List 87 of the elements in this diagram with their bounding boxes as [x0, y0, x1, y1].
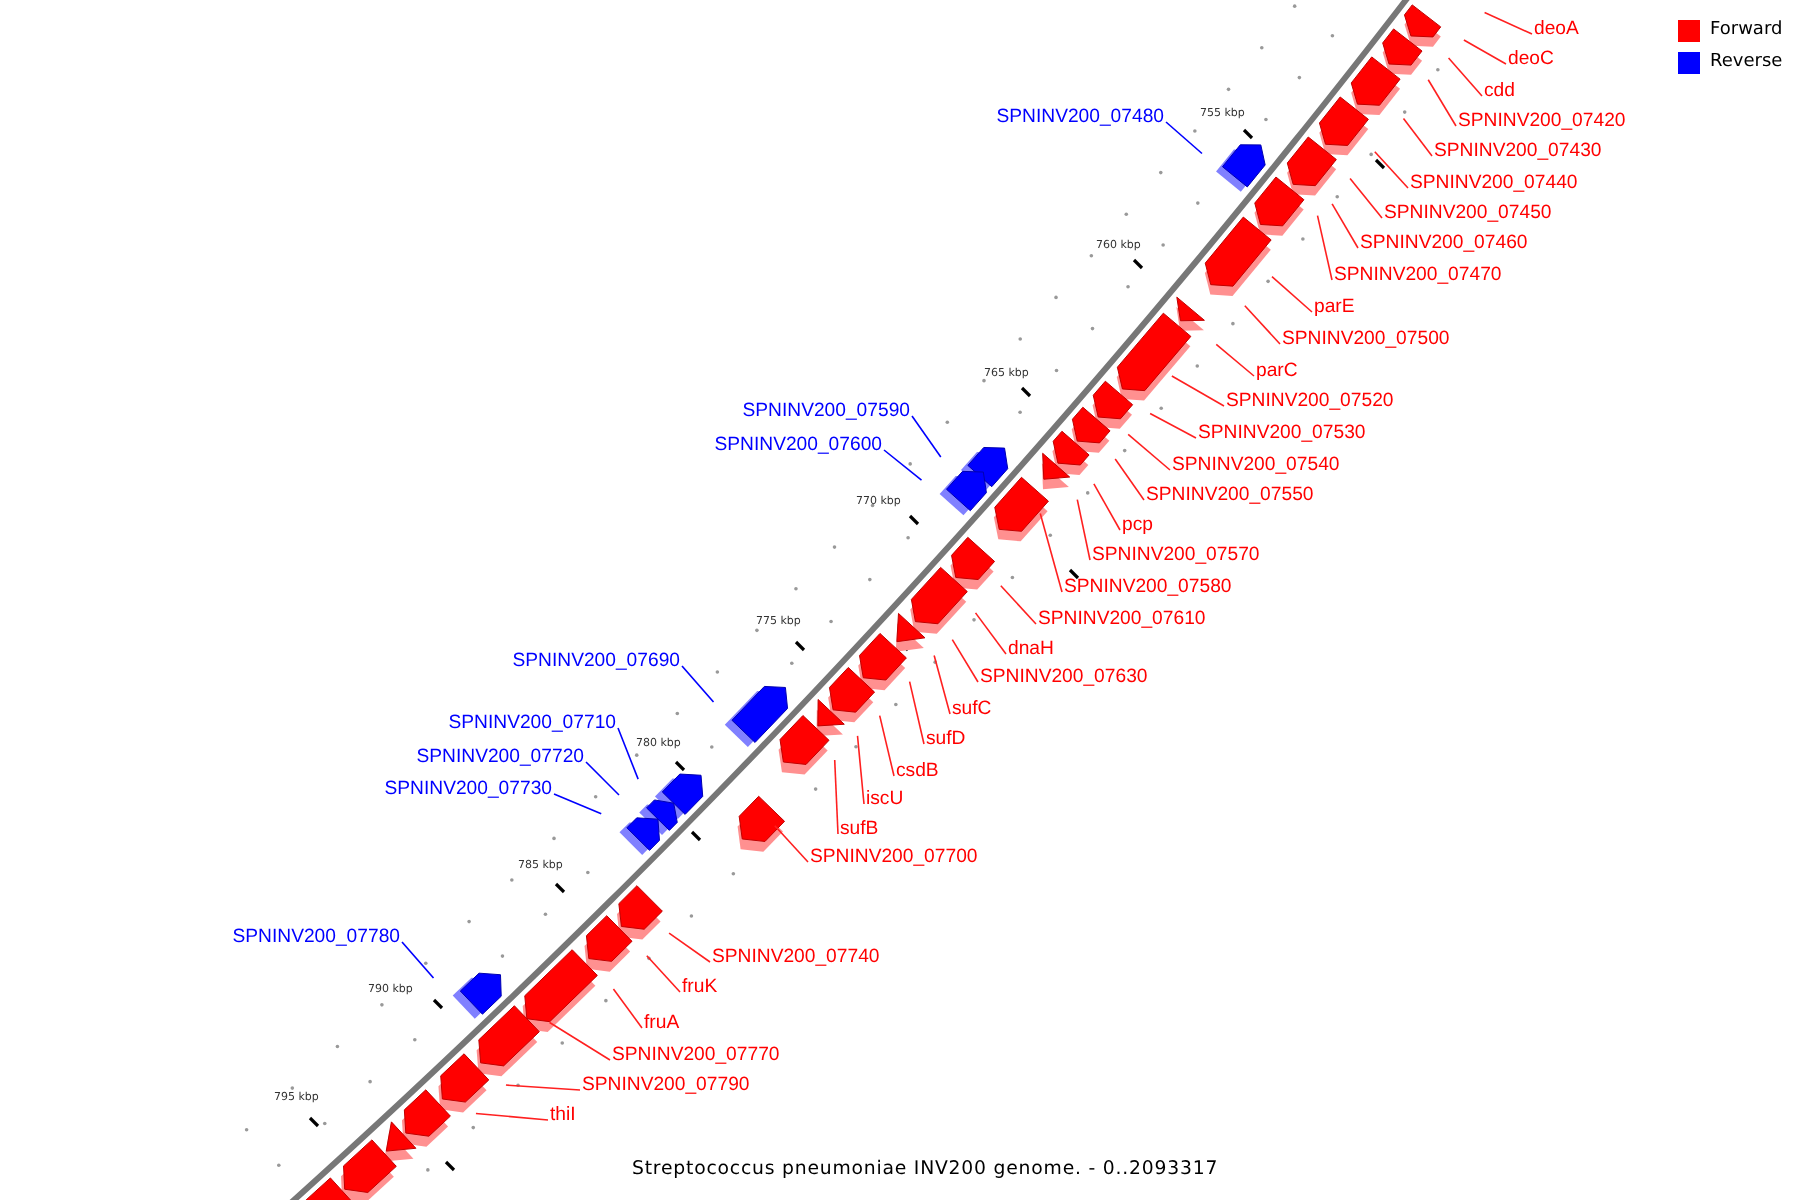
legend-label: Forward: [1710, 18, 1783, 42]
gene-label: SPNINV200_07500: [1282, 328, 1450, 352]
leader-line: [856, 735, 865, 805]
gene-label: SPNINV200_07740: [712, 946, 880, 970]
leader-line: [878, 714, 895, 777]
gene-label: deoA: [1534, 18, 1579, 42]
gene-label: SPNINV200_07610: [1038, 608, 1206, 632]
leader-line: [1427, 78, 1457, 127]
gene-label: SPNINV200_07600: [714, 434, 882, 458]
gene-label: SPNINV200_07440: [1410, 172, 1578, 196]
leader-line: [833, 759, 839, 835]
gene-label: SPNINV200_07520: [1226, 390, 1394, 414]
legend-label: Reverse: [1710, 50, 1783, 74]
gene-label: sufB: [840, 818, 879, 842]
leader-line: [1039, 512, 1063, 593]
gene-label: parC: [1256, 360, 1298, 384]
leader-line: [1349, 177, 1383, 219]
leader-line: [646, 955, 681, 993]
gene-label: fruA: [644, 1012, 680, 1036]
leader-line: [1374, 151, 1409, 189]
gene-label: SPNINV200_07460: [1360, 232, 1528, 256]
leader-line: [612, 988, 643, 1029]
leader-line: [585, 761, 620, 796]
leader-line: [1076, 498, 1091, 561]
leader-line: [1149, 412, 1197, 439]
leader-line: [1463, 39, 1507, 65]
gene-label: SPNINV200_07780: [232, 926, 400, 950]
gene-label: SPNINV200_07580: [1064, 576, 1232, 600]
leader-line: [1316, 214, 1333, 281]
leader-line: [401, 941, 435, 979]
gene-label: SPNINV200_07480: [996, 106, 1164, 130]
gene-label: SPNINV200_07570: [1092, 544, 1260, 568]
gene-label: SPNINV200_07470: [1334, 264, 1502, 288]
gene-label: parE: [1314, 296, 1355, 320]
leader-line: [1215, 343, 1255, 377]
leader-line: [951, 638, 979, 683]
gene-label: SPNINV200_07690: [512, 650, 680, 674]
gene-label: SPNINV200_07450: [1384, 202, 1552, 226]
leader-line: [1483, 11, 1533, 35]
leader-line: [1165, 121, 1203, 155]
gene-label: thiI: [550, 1104, 576, 1128]
gene-label: SPNINV200_07770: [612, 1044, 780, 1068]
leader-line: [668, 932, 711, 963]
gene-label: SPNINV200_07630: [980, 666, 1148, 690]
gene-label: SPNINV200_07700: [810, 846, 978, 870]
leader-line: [883, 449, 923, 481]
gene-label: iscU: [866, 788, 904, 812]
gene-label: SPNINV200_07590: [742, 400, 910, 424]
caption: Streptococcus pneumoniae INV200 genome. - 0..2093317: [632, 1158, 1219, 1182]
leader-line: [1244, 304, 1281, 345]
leader-line: [933, 654, 951, 715]
gene-label: SPNINV200_07790: [582, 1074, 750, 1098]
gene-label: dnaH: [1008, 638, 1054, 662]
leader-line: [1000, 584, 1037, 625]
gene-label: SPNINV200_07430: [1434, 140, 1602, 164]
gene-label: fruK: [682, 976, 718, 1000]
leader-line: [1127, 433, 1171, 471]
leader-line: [681, 665, 715, 703]
gene-label: SPNINV200_07550: [1146, 484, 1314, 508]
gene-label: cdd: [1484, 80, 1515, 104]
gene-label: pcp: [1122, 514, 1153, 538]
gene-label: SPNINV200_07540: [1172, 454, 1340, 478]
leader-line: [1331, 203, 1359, 249]
gene-label: SPNINV200_07710: [448, 712, 616, 736]
gene-label: SPNINV200_07720: [416, 746, 584, 770]
leader-line: [1402, 117, 1433, 157]
gene-label: SPNINV200_07730: [384, 778, 552, 802]
gene-label: sufC: [952, 698, 992, 722]
leader-line: [1447, 57, 1483, 97]
gene-label: sufD: [926, 728, 966, 752]
leader-line: [553, 793, 603, 815]
leader-line: [548, 1021, 611, 1061]
leader-line: [505, 1084, 581, 1091]
leader-line: [1271, 275, 1313, 313]
leader-line: [911, 415, 942, 458]
gene-label: csdB: [896, 760, 939, 784]
leader-line: [774, 825, 809, 863]
leader-line: [1171, 375, 1225, 407]
gene-label: SPNINV200_07420: [1458, 110, 1626, 134]
leader-line: [617, 727, 639, 780]
gene-label: deoC: [1508, 48, 1554, 72]
leader-line: [1093, 483, 1121, 531]
leader-line: [974, 612, 1007, 655]
gene-label: SPNINV200_07530: [1198, 422, 1366, 446]
leader-line: [475, 1112, 549, 1121]
leader-line: [908, 680, 925, 745]
leader-line: [1114, 458, 1145, 501]
